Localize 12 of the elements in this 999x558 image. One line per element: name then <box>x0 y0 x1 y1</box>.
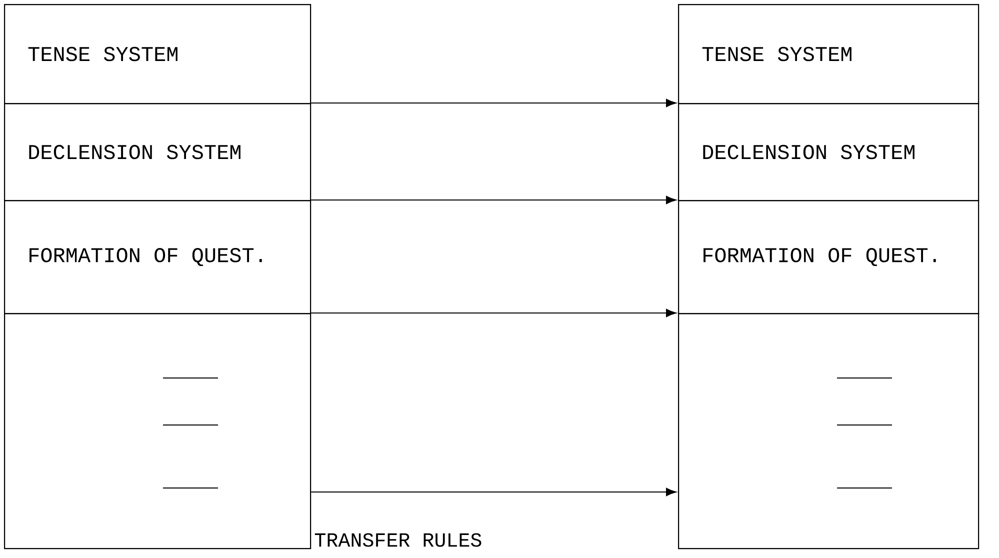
empty-row-box <box>4 313 312 550</box>
row-box: DECLENSION SYSTEM <box>678 103 980 202</box>
row-box: TENSE SYSTEM <box>678 4 980 104</box>
arrow <box>311 308 676 318</box>
row-box: DECLENSION SYSTEM <box>4 103 312 202</box>
row-box: FORMATION OF QUEST. <box>678 200 980 314</box>
row-box: TENSE SYSTEM <box>4 4 312 104</box>
empty-row-box <box>678 313 980 550</box>
arrow <box>311 98 676 108</box>
arrow <box>311 488 676 496</box>
row-box: FORMATION OF QUEST. <box>4 200 312 314</box>
arrow <box>311 196 676 204</box>
